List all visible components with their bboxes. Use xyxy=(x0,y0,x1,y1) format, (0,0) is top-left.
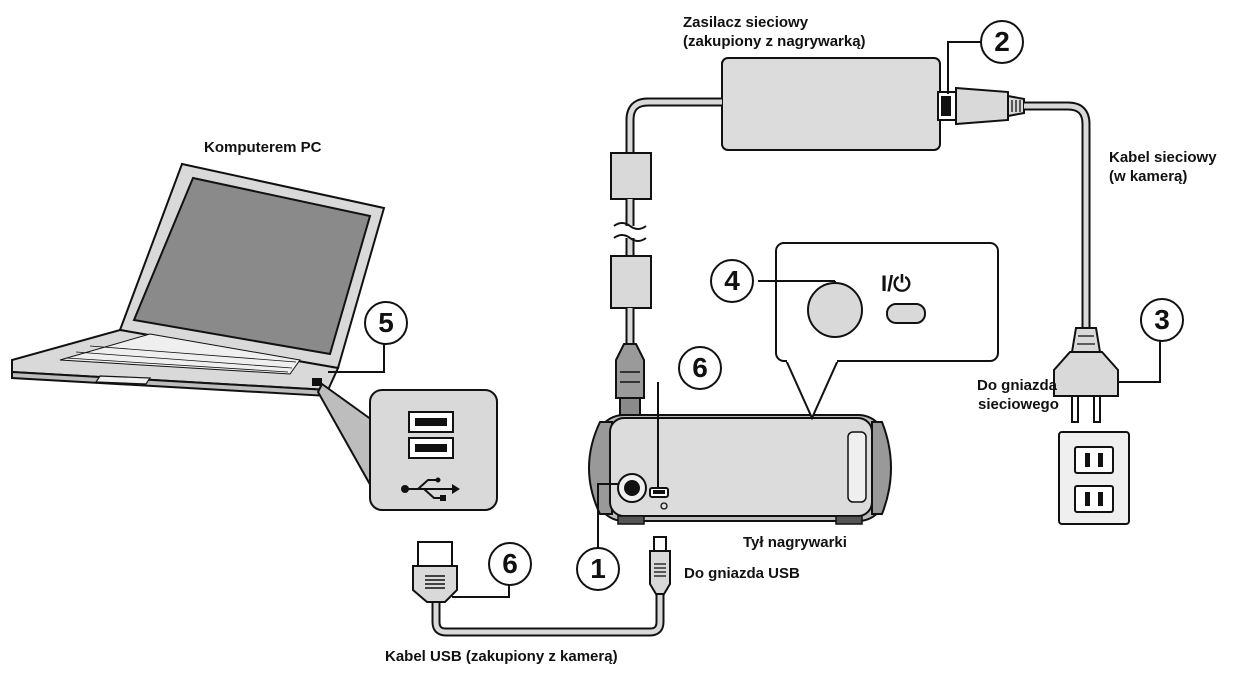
wall-outlet xyxy=(1058,431,1130,525)
adapter-mains-plug xyxy=(937,86,1025,126)
ac-adapter xyxy=(721,57,941,151)
callout-6-top: 6 xyxy=(678,346,722,390)
callout-4: 4 xyxy=(710,259,754,303)
ac-adapter-label: Zasilacz sieciowy xyxy=(683,14,809,31)
callout-5: 5 xyxy=(364,301,408,345)
callout-3: 3 xyxy=(1140,298,1184,342)
outlet-label-line1: Do gniazda xyxy=(977,377,1058,394)
leader-lines xyxy=(328,41,1161,598)
power-symbol-label: I/⏻ xyxy=(881,271,911,296)
ac-adapter-note-label: (zakupiony z nagrywarką) xyxy=(683,33,866,50)
power-cord-label: Kabel sieciowy xyxy=(1109,149,1217,166)
dc-cable xyxy=(610,97,722,448)
recorder-body xyxy=(588,414,892,525)
outlet-label-line2: sieciowego xyxy=(978,396,1059,413)
pc-label: Komputerem PC xyxy=(204,139,322,156)
power-cord-note-label: (w kamerą) xyxy=(1109,168,1188,185)
power-cord xyxy=(1024,101,1119,423)
callout-2: 2 xyxy=(980,20,1024,64)
usb-cable xyxy=(412,536,671,637)
callout-6-bottom: 6 xyxy=(488,542,532,586)
laptop xyxy=(11,162,386,398)
callout-1: 1 xyxy=(576,547,620,591)
usb-socket-label: Do gniazda USB xyxy=(684,565,800,582)
power-button-zoom xyxy=(758,242,999,421)
recorder-rear-label: Tył nagrywarki xyxy=(743,534,847,551)
usb-port-zoom xyxy=(316,382,498,511)
usb-cable-label: Kabel USB (zakupiony z kamerą) xyxy=(385,648,618,665)
